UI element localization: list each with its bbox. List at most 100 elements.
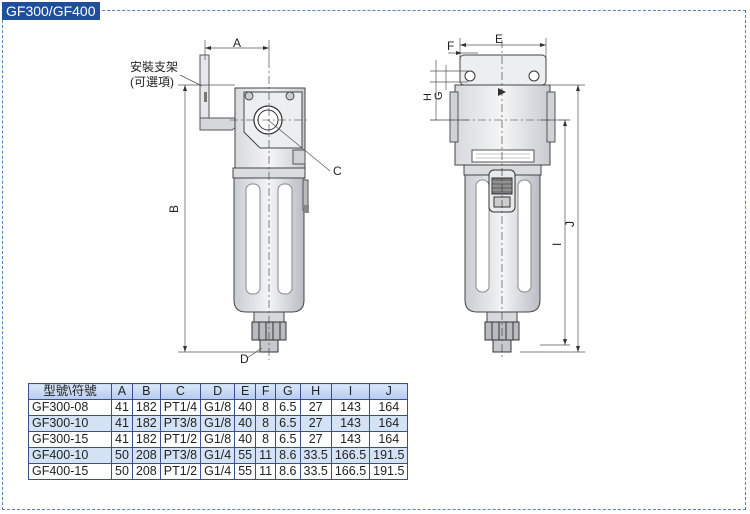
header-i: I	[330, 383, 371, 400]
table-cell: 33.5	[299, 463, 332, 480]
label-dim-d: D	[240, 352, 249, 366]
table-cell: PT1/2	[159, 431, 202, 448]
label-dim-i: I	[550, 243, 564, 246]
table-cell: 6.5	[275, 431, 301, 448]
table-cell: 164	[369, 399, 409, 416]
table-cell: G1/8	[200, 431, 236, 448]
filter-head	[234, 87, 306, 169]
table-cell: G1/8	[200, 399, 236, 416]
table-row: GF400-10 50 208 PT3/8 G1/4 55 11 8.6 33.…	[28, 447, 409, 464]
table-cell: GF400-10	[28, 447, 112, 464]
table-cell: GF300-08	[28, 399, 112, 416]
table-cell: 143	[330, 415, 371, 432]
figure-frame	[2, 10, 746, 510]
table-cell: 40	[234, 399, 257, 416]
dimension-i	[540, 119, 570, 346]
table-cell: PT1/4	[159, 399, 202, 416]
table-cell: 8.6	[275, 463, 301, 480]
table-cell: 8.6	[275, 447, 301, 464]
dimension-g-h	[430, 60, 468, 121]
table-cell: 11	[255, 463, 277, 480]
label-dim-e: E	[495, 32, 503, 46]
header-h: H	[299, 383, 332, 400]
table-cell: 33.5	[299, 447, 332, 464]
spec-table-header: 型號\符號 A B C D E F G H I J	[28, 383, 409, 400]
table-cell: PT3/8	[159, 415, 202, 432]
header-d: D	[200, 383, 236, 400]
table-cell: 182	[131, 431, 161, 448]
table-cell: 191.5	[369, 463, 409, 480]
table-cell: 6.5	[275, 399, 301, 416]
dimension-a	[204, 40, 270, 60]
table-cell: GF300-10	[28, 415, 112, 432]
table-cell: 41	[111, 415, 133, 432]
table-cell: G1/8	[200, 415, 236, 432]
front-bowl	[463, 164, 542, 313]
table-cell: 27	[299, 399, 332, 416]
table-cell: 143	[330, 399, 371, 416]
table-cell: 55	[234, 447, 257, 464]
front-bracket	[459, 54, 547, 86]
header-b: B	[131, 383, 161, 400]
table-cell: 50	[111, 463, 133, 480]
table-cell: 166.5	[330, 447, 371, 464]
table-cell: G1/4	[200, 463, 236, 480]
table-row: GF300-08 41 182 PT1/4 G1/8 40 8 6.5 27 1…	[28, 399, 409, 416]
table-cell: 40	[234, 415, 257, 432]
model-tag: GF300/GF400	[2, 2, 100, 20]
table-cell: 164	[369, 415, 409, 432]
table-cell: 8	[255, 415, 277, 432]
table-row: GF300-10 41 182 PT3/8 G1/8 40 8 6.5 27 1…	[28, 415, 409, 432]
table-cell: 191.5	[369, 447, 409, 464]
table-row: GF400-15 50 208 PT1/2 G1/4 55 11 8.6 33.…	[28, 463, 409, 480]
label-dim-j: J	[563, 221, 577, 227]
side-view	[178, 40, 331, 360]
dimension-e	[459, 38, 547, 58]
table-cell: 41	[111, 399, 133, 416]
leader-d	[246, 347, 263, 359]
table-cell: GF400-15	[28, 463, 112, 480]
table-cell: 40	[234, 431, 257, 448]
spec-table: 型號\符號 A B C D E F G H I J GF300-08 41 18…	[28, 383, 409, 480]
bracket-label: 安裝支架	[130, 59, 178, 74]
table-cell: 8	[255, 431, 277, 448]
header-g: G	[275, 383, 301, 400]
table-row: GF300-15 41 182 PT1/2 G1/8 40 8 6.5 27 1…	[28, 431, 409, 448]
table-cell: 41	[111, 431, 133, 448]
table-cell: 55	[234, 463, 257, 480]
table-cell: 27	[299, 431, 332, 448]
table-cell: 6.5	[275, 415, 301, 432]
header-c: C	[159, 383, 202, 400]
leader-c	[267, 119, 331, 172]
label-dim-c: C	[333, 164, 342, 178]
table-cell: 50	[111, 447, 133, 464]
table-cell: 182	[131, 415, 161, 432]
dimension-b	[178, 84, 260, 353]
bracket-label-optional: (可選項)	[130, 75, 174, 89]
label-dim-a: A	[233, 36, 241, 50]
table-cell: 27	[299, 415, 332, 432]
table-cell: PT3/8	[159, 447, 202, 464]
label-dim-f: F	[447, 39, 454, 53]
header-f: F	[255, 383, 277, 400]
table-cell: 208	[131, 447, 161, 464]
table-cell: 11	[255, 447, 277, 464]
label-dim-b: B	[167, 205, 181, 213]
table-cell: 164	[369, 431, 409, 448]
table-cell: PT1/2	[159, 463, 202, 480]
header-a: A	[111, 383, 133, 400]
table-cell: 166.5	[330, 463, 371, 480]
table-cell: 208	[131, 463, 161, 480]
table-cell: 143	[330, 431, 371, 448]
dimension-f	[448, 51, 478, 55]
table-cell: GF300-15	[28, 431, 112, 448]
header-j: J	[369, 383, 409, 400]
front-view	[430, 38, 585, 360]
dimension-j	[520, 84, 585, 353]
filter-bowl	[232, 167, 309, 313]
table-cell: 8	[255, 399, 277, 416]
header-model: 型號\符號	[28, 383, 112, 400]
header-e: E	[234, 383, 257, 400]
label-dim-h: H	[422, 93, 434, 101]
